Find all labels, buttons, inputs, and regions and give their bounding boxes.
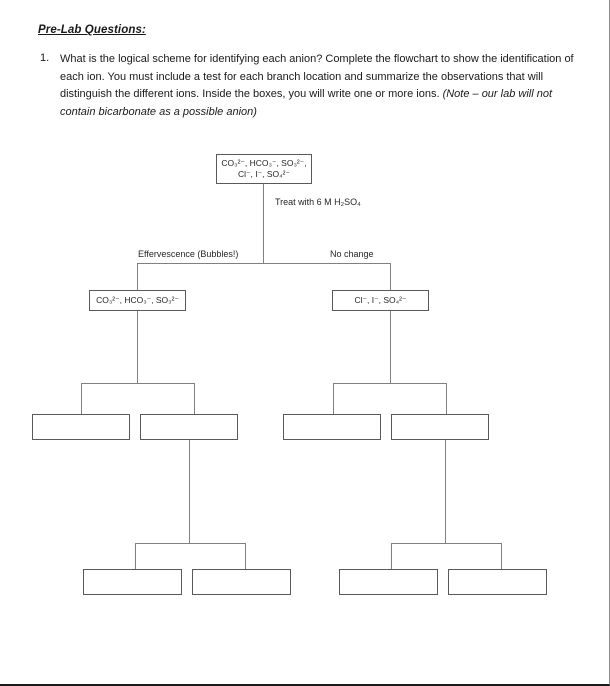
- edge-level4-left-bar: [135, 543, 245, 544]
- edge-level2-left-stem: [137, 311, 138, 383]
- flowchart-answer-box-level3-left-a[interactable]: [32, 414, 130, 440]
- edge-root-to-left: [137, 263, 138, 290]
- flowchart-node-level2-right: Cl⁻, I⁻, SO₄²⁻: [332, 290, 429, 311]
- flowchart-answer-box-level3-right-a[interactable]: [283, 414, 381, 440]
- flowchart-answer-box-level4-right-b[interactable]: [448, 569, 547, 595]
- flowchart-answer-box-level3-right-b[interactable]: [391, 414, 489, 440]
- edge-root-stem: [263, 184, 264, 263]
- edge-level3-left-b-drop: [194, 383, 195, 415]
- question-number: 1.: [40, 52, 50, 64]
- edge-level3-left-a-drop: [81, 383, 82, 415]
- edge-label-root-test: Treat with 6 M H₂SO₄: [275, 197, 361, 207]
- question-note: (Note – our lab will not contain bicarbo…: [60, 88, 553, 118]
- flowchart-node-level2-left: CO₃²⁻, HCO₃⁻, SO₃²⁻: [89, 290, 186, 311]
- flowchart-answer-box-level4-left-b[interactable]: [192, 569, 291, 595]
- edge-level3-right-b-drop: [446, 383, 447, 415]
- edge-level4-left-a-drop: [135, 543, 136, 570]
- edge-level2-right-stem: [390, 311, 391, 383]
- question-text-block: What is the logical scheme for identifyi…: [60, 51, 580, 121]
- flowchart-node-root: CO₃²⁻, HCO₃⁻, SO₃²⁻, Cl⁻, I⁻, SO₄²⁻: [216, 154, 312, 184]
- edge-level4-right-a-drop: [391, 543, 392, 570]
- question-text: What is the logical scheme for identifyi…: [60, 53, 574, 100]
- edge-level4-right-b-drop: [501, 543, 502, 570]
- edge-level3-left-b-stem: [189, 440, 190, 543]
- edge-level3-right-b-stem: [445, 440, 446, 543]
- flowchart-node-root-text: CO₃²⁻, HCO₃⁻, SO₃²⁻, Cl⁻, I⁻, SO₄²⁻: [221, 158, 307, 179]
- edge-root-to-right: [390, 263, 391, 290]
- edge-label-left-branch: Effervescence (Bubbles!): [138, 249, 239, 259]
- edge-level3-right-bar: [333, 383, 446, 384]
- edge-level4-right-bar: [391, 543, 501, 544]
- edge-level3-left-bar: [81, 383, 194, 384]
- edge-root-branch-bar: [137, 263, 390, 264]
- edge-level4-left-b-drop: [245, 543, 246, 570]
- edge-label-right-branch: No change: [330, 249, 374, 259]
- flowchart-answer-box-level4-left-a[interactable]: [83, 569, 182, 595]
- flowchart-answer-box-level4-right-a[interactable]: [339, 569, 438, 595]
- flowchart-answer-box-level3-left-b[interactable]: [140, 414, 238, 440]
- edge-level3-right-a-drop: [333, 383, 334, 415]
- page-title: Pre-Lab Questions:: [38, 24, 146, 36]
